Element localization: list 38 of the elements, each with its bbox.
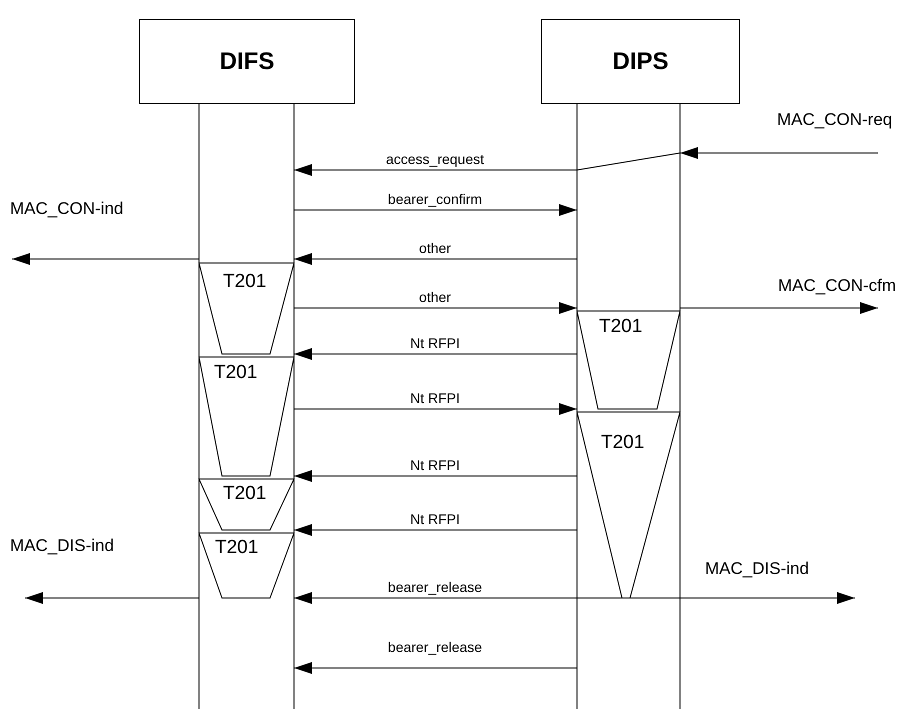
message-arrow: [680, 592, 856, 604]
entity-name: DIFS: [220, 48, 274, 76]
message-arrow: [294, 204, 578, 216]
message-arrow: [294, 152, 680, 176]
message-arrow: [12, 253, 200, 265]
message-arrow: [680, 302, 878, 314]
message-label: Nt RFPI: [410, 336, 460, 352]
message-arrow: [294, 403, 578, 415]
message-label: bearer_release: [388, 580, 482, 596]
entity-name: DIPS: [612, 48, 668, 76]
timer-label: T201: [223, 483, 266, 505]
message-label: other: [419, 241, 451, 256]
message-label: Nt RFPI: [410, 391, 460, 406]
signal-label: MAC_CON-ind: [10, 200, 124, 219]
timer-label: T201: [223, 271, 266, 293]
message-arrow: [294, 470, 578, 482]
message-arrow: [680, 147, 878, 159]
message-label: Nt RFPI: [410, 458, 460, 474]
message-label: bearer_release: [388, 640, 482, 656]
timer-label: T201: [599, 316, 642, 338]
timer-label: T201: [215, 537, 258, 559]
message-label: Nt RFPI: [410, 512, 460, 528]
message-label: access_request: [386, 152, 484, 168]
signal-label: MAC_DIS-ind: [705, 560, 809, 579]
timer-label: T201: [601, 432, 644, 454]
timer-label: T201: [214, 362, 258, 384]
message-arrow: [294, 348, 578, 360]
message-arrow: [24, 592, 200, 604]
signal-label: MAC_DIS-ind: [10, 537, 114, 556]
message-label: bearer_confirm: [388, 192, 482, 208]
message-label: other: [419, 290, 451, 306]
message-arrow: [294, 662, 578, 674]
signal-label: MAC_CON-req: [777, 111, 892, 130]
message-arrow: [294, 524, 578, 536]
message-arrow: [294, 302, 578, 314]
message-arrow: [294, 592, 680, 604]
message-arrow: [294, 253, 578, 265]
signal-label: MAC_CON-cfm: [778, 277, 896, 296]
